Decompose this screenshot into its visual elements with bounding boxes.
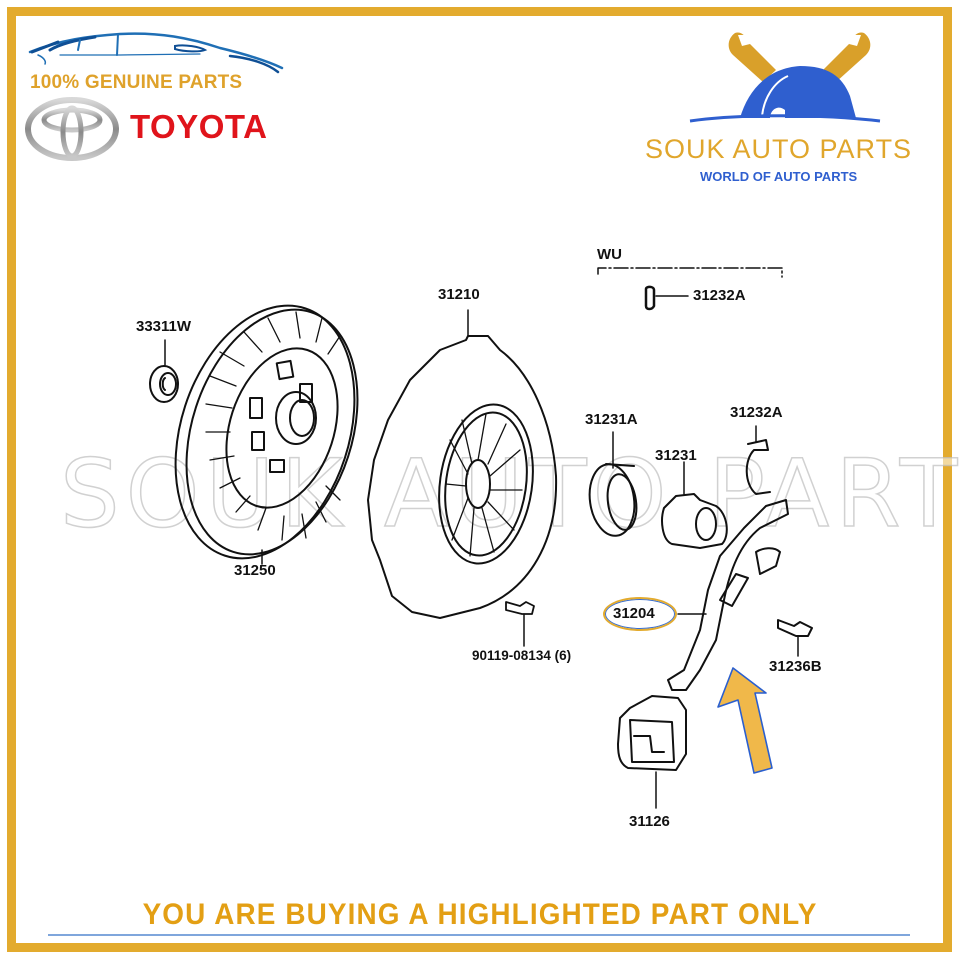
part-label-31236b[interactable]: 31236B (769, 658, 822, 675)
group-label-wu: WU (597, 246, 622, 263)
part-label-31204-highlighted[interactable]: 31204 (613, 605, 655, 622)
part-label-31210[interactable]: 31210 (438, 286, 480, 303)
clutch-cover-part (367, 309, 558, 647)
part-label-31126[interactable]: 31126 (629, 813, 670, 830)
release-clip-part (745, 425, 771, 495)
part-label-31250[interactable]: 31250 (234, 562, 276, 579)
release-bearing-part (588, 431, 638, 537)
wu-group-bracket (597, 267, 783, 311)
highlight-oval (603, 597, 677, 631)
release-fork-part (667, 499, 789, 691)
bearing-hub-part (661, 461, 728, 549)
toyota-wordmark: TOYOTA (130, 108, 268, 145)
genuine-parts-tagline: 100% GENUINE PARTS (30, 72, 243, 93)
part-label-31231a[interactable]: 31231A (585, 411, 638, 428)
footer-divider (48, 934, 910, 936)
pilot-bearing-part (149, 339, 179, 403)
store-tagline: WORLD OF AUTO PARTS (700, 169, 858, 184)
store-name: SOUK AUTO PARTS (645, 134, 913, 164)
part-label-90119-08134[interactable]: 90119-08134 (6) (472, 648, 572, 663)
part-label-31232a-wu[interactable]: 31232A (693, 287, 746, 304)
clutch-disc-part (174, 304, 359, 565)
part-label-31232a[interactable]: 31232A (730, 404, 783, 421)
part-label-33311w[interactable]: 33311W (136, 318, 192, 335)
part-label-31231[interactable]: 31231 (655, 447, 697, 464)
fork-boot-part (617, 695, 687, 809)
gold-frame-border (7, 7, 952, 952)
fork-support-bolt-part (777, 619, 813, 657)
purchase-notice: YOU ARE BUYING A HIGHLIGHTED PART ONLY (142, 898, 818, 931)
